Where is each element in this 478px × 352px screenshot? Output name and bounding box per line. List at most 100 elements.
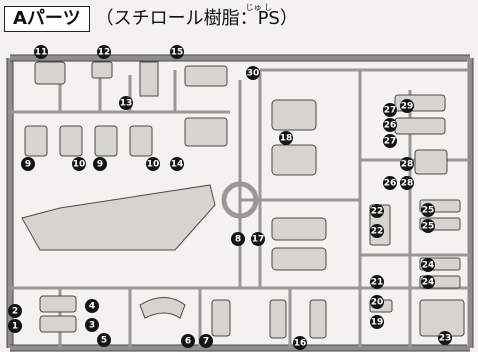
- part-number-badge-26: 26: [383, 118, 397, 132]
- part-number-badge-22: 22: [370, 224, 384, 238]
- part-number-badge-26: 26: [383, 176, 397, 190]
- part-number-badge-28: 28: [400, 176, 414, 190]
- part-number-badge-circle: [93, 157, 107, 171]
- part-number-badge-10: 10: [146, 157, 160, 171]
- part-number-badge-21: 21: [370, 275, 384, 289]
- part-number-badge-19: 19: [370, 315, 384, 329]
- sprue-frame: [7, 55, 473, 351]
- runner-ring: [221, 181, 259, 219]
- part-number-badge-28: 28: [400, 157, 414, 171]
- part-number-badge-label: 10: [147, 160, 160, 170]
- part-9a: [24, 125, 48, 157]
- part-number-badge-25: 25: [421, 219, 435, 233]
- part-4: [39, 295, 77, 313]
- part-number-badge-circle: [383, 176, 397, 190]
- part-number-badge-circle: [85, 318, 99, 332]
- part-number-badge-circle: [400, 176, 414, 190]
- part-number-badge-circle: [438, 331, 452, 345]
- material-text: （スチロール樹脂：PS）: [95, 8, 298, 29]
- part-number-badge-23: 23: [438, 331, 452, 345]
- part-number-badge-label: 25: [422, 206, 435, 216]
- part-number-badge-circle: [34, 45, 48, 59]
- part-number-badge-27: 27: [383, 103, 397, 117]
- part-13: [139, 61, 159, 97]
- part-number-badge-label: 1: [12, 322, 18, 332]
- part-number-badge-8: 8: [231, 232, 245, 246]
- part-number-badge-circle: [370, 275, 384, 289]
- part-number-badge-label: 14: [171, 160, 184, 170]
- part-number-badge-6: 6: [181, 334, 195, 348]
- part-number-badge-11: 11: [34, 45, 48, 59]
- part-number-badge-label: 15: [171, 48, 184, 58]
- part-number-badge-circle: [293, 336, 307, 350]
- part-number-badge-circle: [421, 219, 435, 233]
- part-number-badge-circle: [370, 204, 384, 218]
- part-9b: [94, 125, 118, 157]
- part-number-badge-circle: [199, 334, 213, 348]
- part-number-badge-circle: [383, 134, 397, 148]
- part-number-badge-25: 25: [421, 203, 435, 217]
- part-28: [414, 149, 448, 175]
- part-number-badge-22: 22: [370, 204, 384, 218]
- part-number-badge-14: 14: [170, 157, 184, 171]
- part-number-badge-circle: [119, 96, 133, 110]
- part-number-badge-4: 4: [85, 299, 99, 313]
- part-number-badge-circle: [181, 334, 195, 348]
- part-number-badge-circle: [279, 131, 293, 145]
- part-number-badge-circle: [251, 232, 265, 246]
- part-17a: [271, 217, 327, 241]
- part-number-badge-circle: [97, 45, 111, 59]
- part-number-badge-label: 28: [401, 179, 414, 189]
- part-number-badge-label: 18: [280, 134, 293, 144]
- part-number-badge-label: 22: [371, 207, 384, 217]
- part-number-badge-10: 10: [72, 157, 86, 171]
- part-number-badge-13: 13: [119, 96, 133, 110]
- part-number-badge-circle: [97, 333, 111, 347]
- part-number-badge-circle: [421, 203, 435, 217]
- part-10b: [129, 125, 153, 157]
- part-number-badge-label: 4: [89, 302, 95, 312]
- part-number-badge-label: 6: [185, 337, 191, 347]
- part-number-badge-circle: [421, 258, 435, 272]
- part-number-badge-5: 5: [97, 333, 111, 347]
- part-number-badge-circle: [72, 157, 86, 171]
- part-number-badge-9: 9: [93, 157, 107, 171]
- part-number-badge-circle: [370, 224, 384, 238]
- part-number-badge-3: 3: [85, 318, 99, 332]
- part-number-badge-18: 18: [279, 131, 293, 145]
- part-6: [139, 297, 186, 319]
- part-number-badge-9: 9: [21, 157, 35, 171]
- part-number-badge-label: 27: [384, 137, 397, 147]
- part-number-badge-2: 2: [8, 304, 22, 318]
- part-number-badge-label: 10: [73, 160, 86, 170]
- part-17b: [271, 247, 327, 271]
- part-number-badge-label: 27: [384, 106, 397, 116]
- part-14: [184, 117, 228, 147]
- part-number-badge-30: 30: [246, 66, 260, 80]
- part-number-badge-label: 5: [101, 336, 107, 346]
- part-number-badge-7: 7: [199, 334, 213, 348]
- part-number-badge-1: 1: [8, 319, 22, 333]
- part-number-badge-label: 23: [439, 334, 452, 344]
- part-7: [211, 299, 231, 337]
- part-number-badge-label: 24: [422, 278, 435, 288]
- sprue-frame-edge: [6, 54, 474, 352]
- part-number-badge-label: 8: [235, 235, 241, 245]
- part-number-badge-circle: [383, 103, 397, 117]
- part-15: [184, 65, 228, 87]
- part-number-badge-label: 28: [401, 160, 414, 170]
- part-number-badge-circle: [421, 275, 435, 289]
- part-number-badge-label: 20: [371, 298, 384, 308]
- part-number-badge-label: 25: [422, 222, 435, 232]
- part-number-badge-circle: [400, 157, 414, 171]
- part-number-badge-label: 22: [371, 227, 384, 237]
- part-number-badge-label: 3: [89, 321, 95, 331]
- part-16a: [269, 299, 287, 339]
- parts-label-box: Aパーツ: [4, 6, 90, 32]
- part-number-badge-circle: [370, 295, 384, 309]
- part-number-badge-label: 30: [247, 69, 260, 79]
- part-16b: [309, 299, 327, 339]
- part-number-badge-20: 20: [370, 295, 384, 309]
